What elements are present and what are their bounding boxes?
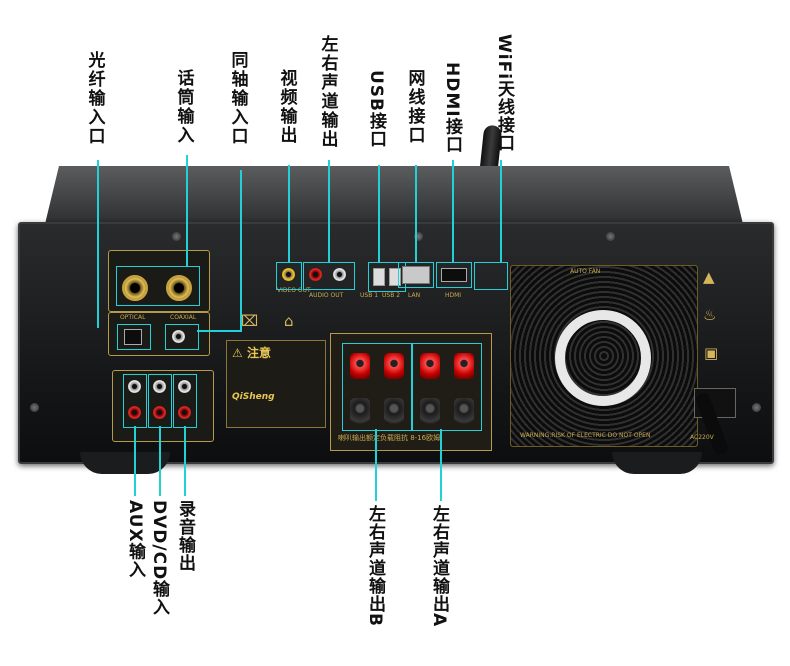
callout-line-speaker-a bbox=[440, 429, 442, 501]
chassis-lid bbox=[45, 166, 743, 224]
label-aux-in: AUX输入 bbox=[125, 500, 145, 579]
speaker-a-left-positive[interactable] bbox=[420, 353, 440, 379]
callout-box-hdmi bbox=[436, 262, 472, 288]
label-fiber-input: 光纤输入口 bbox=[88, 51, 106, 148]
mountain-logo-icon: ▲ bbox=[703, 268, 715, 286]
label-hdmi: HDMI接口 bbox=[442, 62, 462, 154]
heat-logo-icon: ♨ bbox=[703, 306, 717, 324]
mic-input-panel bbox=[108, 250, 210, 312]
usb2-label: USB 2 bbox=[382, 292, 401, 299]
callout-box-rec bbox=[173, 374, 197, 428]
warning-triangle-icon: ⚠ bbox=[232, 346, 243, 360]
home-icon: ⌂ bbox=[284, 312, 294, 330]
callout-line-aux bbox=[134, 426, 136, 496]
rec-right-jack[interactable] bbox=[178, 406, 191, 419]
warning-title-text: 注意 bbox=[246, 346, 271, 360]
hdmi-label: HDMI bbox=[445, 292, 462, 299]
label-dvd-in: DVD/CD输入 bbox=[149, 500, 169, 617]
foot-left bbox=[80, 452, 170, 474]
lan-port[interactable] bbox=[402, 266, 430, 284]
callout-line-hdmi bbox=[452, 160, 454, 262]
rec-left-jack[interactable] bbox=[178, 380, 191, 393]
callout-box-coax bbox=[165, 324, 199, 350]
screw bbox=[414, 232, 423, 241]
callout-box-dvd bbox=[148, 374, 172, 428]
aux-left-jack[interactable] bbox=[128, 380, 141, 393]
callout-line-coax bbox=[240, 170, 242, 330]
callout-box-speaker-a bbox=[412, 343, 482, 431]
speaker-caption: 喇叭输出额定负载阻抗 8-16欧姆 bbox=[338, 434, 441, 442]
usb1-label: USB 1 bbox=[360, 292, 379, 299]
brand-logo: QiSheng bbox=[232, 392, 275, 402]
callout-box-mic bbox=[116, 266, 200, 306]
coaxial-port[interactable] bbox=[172, 330, 185, 343]
speaker-a-left-negative[interactable] bbox=[420, 398, 440, 424]
label-mic-input: 话筒输入 bbox=[177, 69, 195, 147]
screw bbox=[30, 403, 39, 412]
usb-port-1[interactable] bbox=[373, 268, 385, 286]
screw bbox=[606, 232, 615, 241]
coaxial-label: COAXIAL bbox=[170, 314, 197, 321]
audio-out-right-jack[interactable] bbox=[309, 268, 322, 281]
callout-line-audio bbox=[328, 160, 330, 262]
warning-title: ⚠ 注意 bbox=[232, 344, 271, 361]
screw bbox=[172, 232, 181, 241]
fan-warning-text: WARNING:RISK OF ELECTRIC DO NOT OPEN bbox=[520, 432, 651, 439]
warning-plate bbox=[226, 340, 326, 428]
lan-label: LAN bbox=[408, 292, 421, 299]
callout-line-rec bbox=[184, 426, 186, 496]
mic-jack-1[interactable] bbox=[122, 275, 148, 301]
label-usb: USB接口 bbox=[366, 70, 386, 149]
optical-port[interactable] bbox=[124, 329, 142, 345]
label-rec-out: 录音输出 bbox=[175, 500, 195, 572]
callout-line-usb bbox=[378, 165, 380, 262]
hdmi-port[interactable] bbox=[441, 268, 467, 282]
screw bbox=[752, 403, 761, 412]
dvd-left-jack[interactable] bbox=[153, 380, 166, 393]
optical-label: OPTICAL bbox=[120, 314, 146, 321]
callout-box-audio-out bbox=[303, 262, 355, 290]
foot-right bbox=[612, 452, 702, 474]
speaker-a-right-positive[interactable] bbox=[454, 353, 474, 379]
double-insulation-icon: ▣ bbox=[704, 344, 719, 362]
label-coax-input: 同轴输入口 bbox=[231, 51, 249, 148]
speaker-b-right-negative[interactable] bbox=[384, 398, 404, 424]
fan-ring bbox=[555, 310, 651, 406]
dvd-right-jack[interactable] bbox=[153, 406, 166, 419]
label-lr-out: 左右声道输出 bbox=[321, 35, 339, 151]
callout-line-lan bbox=[415, 165, 417, 262]
callout-line-mic bbox=[186, 155, 188, 267]
callout-box-wifi bbox=[474, 262, 508, 290]
label-lan: 网线接口 bbox=[408, 69, 426, 147]
callout-line-fiber bbox=[97, 160, 99, 328]
callout-line-dvd bbox=[159, 426, 161, 496]
recycle-bin-icon: ⌧ bbox=[241, 312, 259, 330]
callout-line-coax-h bbox=[197, 330, 242, 332]
callout-box-optical bbox=[117, 324, 151, 350]
label-wifi: WiFi天线接口 bbox=[494, 34, 514, 153]
callout-box-video bbox=[276, 262, 302, 290]
callout-box-lan bbox=[398, 262, 434, 288]
callout-line-video bbox=[288, 165, 290, 262]
speaker-b-left-positive[interactable] bbox=[350, 353, 370, 379]
label-speaker-b: 左右声道输出B bbox=[365, 505, 385, 627]
audio-out-left-jack[interactable] bbox=[333, 268, 346, 281]
callout-box-aux bbox=[123, 374, 147, 428]
speaker-a-right-negative[interactable] bbox=[454, 398, 474, 424]
label-speaker-a: 左右声道输出A bbox=[429, 505, 449, 628]
speaker-b-right-positive[interactable] bbox=[384, 353, 404, 379]
fan-label: AUTO FAN bbox=[570, 268, 601, 275]
callout-box-speaker-b bbox=[342, 343, 412, 431]
speaker-b-left-negative[interactable] bbox=[350, 398, 370, 424]
callout-line-speaker-b bbox=[375, 429, 377, 501]
callout-line-wifi bbox=[500, 160, 502, 262]
label-video-out: 视频输出 bbox=[280, 69, 298, 147]
audio-out-label: AUDIO OUT bbox=[309, 292, 344, 299]
video-out-label: VIDEO OUT bbox=[277, 287, 311, 294]
power-label: AC220V bbox=[690, 434, 714, 441]
mic-jack-2[interactable] bbox=[166, 275, 192, 301]
aux-right-jack[interactable] bbox=[128, 406, 141, 419]
video-out-jack[interactable] bbox=[282, 268, 295, 281]
